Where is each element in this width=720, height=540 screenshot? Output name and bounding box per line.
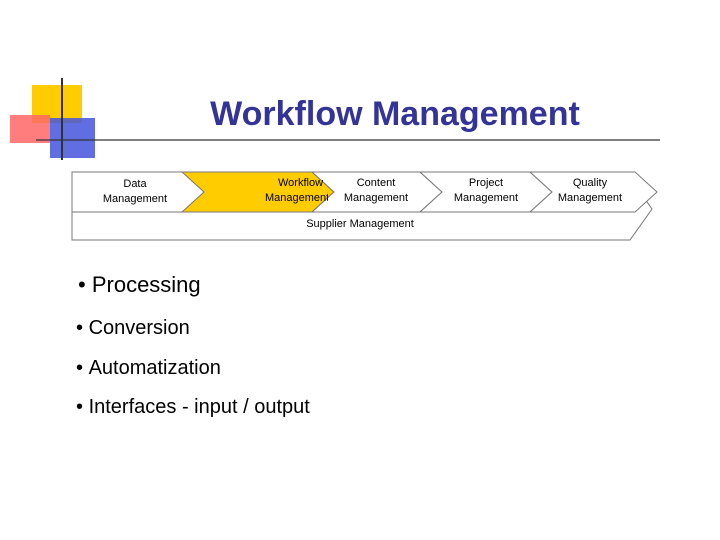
chain-label-data: Data Management xyxy=(90,177,180,207)
chain-label-quality: Quality Management xyxy=(548,176,632,206)
chain-label-project: Project Management xyxy=(444,176,528,206)
page-title: Workflow Management xyxy=(210,95,580,133)
decorative-squares-icon xyxy=(10,78,660,160)
chain-label-line1: Workflow xyxy=(278,177,324,189)
bullet-item: • Interfaces - input / output xyxy=(76,396,310,419)
chain-label-line1: Content xyxy=(356,177,396,189)
chevron-quality-management xyxy=(528,171,658,213)
bullet-item: • Conversion xyxy=(76,317,190,340)
chain-label-content: Content Management xyxy=(334,176,418,206)
bullet-item-text: Interfaces - input / output xyxy=(88,396,310,418)
deco-blue-square xyxy=(50,118,95,158)
deco-red-square xyxy=(10,115,50,143)
bullet-dot-icon: • xyxy=(78,272,92,297)
chain-label-workflow: Workflow Management xyxy=(258,176,328,206)
supplier-bar-label: Supplier Management xyxy=(306,218,414,230)
bullet-item-text: Conversion xyxy=(88,317,190,339)
chain-label-line1: Data xyxy=(123,178,147,190)
chain-label-line2: Management xyxy=(102,193,168,205)
bullet-main: • Processing xyxy=(78,272,201,298)
bullet-dot-icon: • xyxy=(76,357,89,379)
bullet-main-text: Processing xyxy=(91,272,201,297)
chain-label-line1: Quality xyxy=(572,177,608,189)
bullet-item-text: Automatization xyxy=(88,357,221,379)
bullet-dot-icon: • xyxy=(76,317,89,339)
chain-label-line2: Management xyxy=(557,192,623,204)
chain-label-line1: Project xyxy=(468,177,504,189)
bullet-dot-icon: • xyxy=(76,396,89,418)
bullet-item: • Automatization xyxy=(76,357,221,380)
chain-label-line2: Management xyxy=(265,192,328,204)
chain-label-line2: Management xyxy=(343,192,409,204)
chain-label-line2: Management xyxy=(453,192,519,204)
